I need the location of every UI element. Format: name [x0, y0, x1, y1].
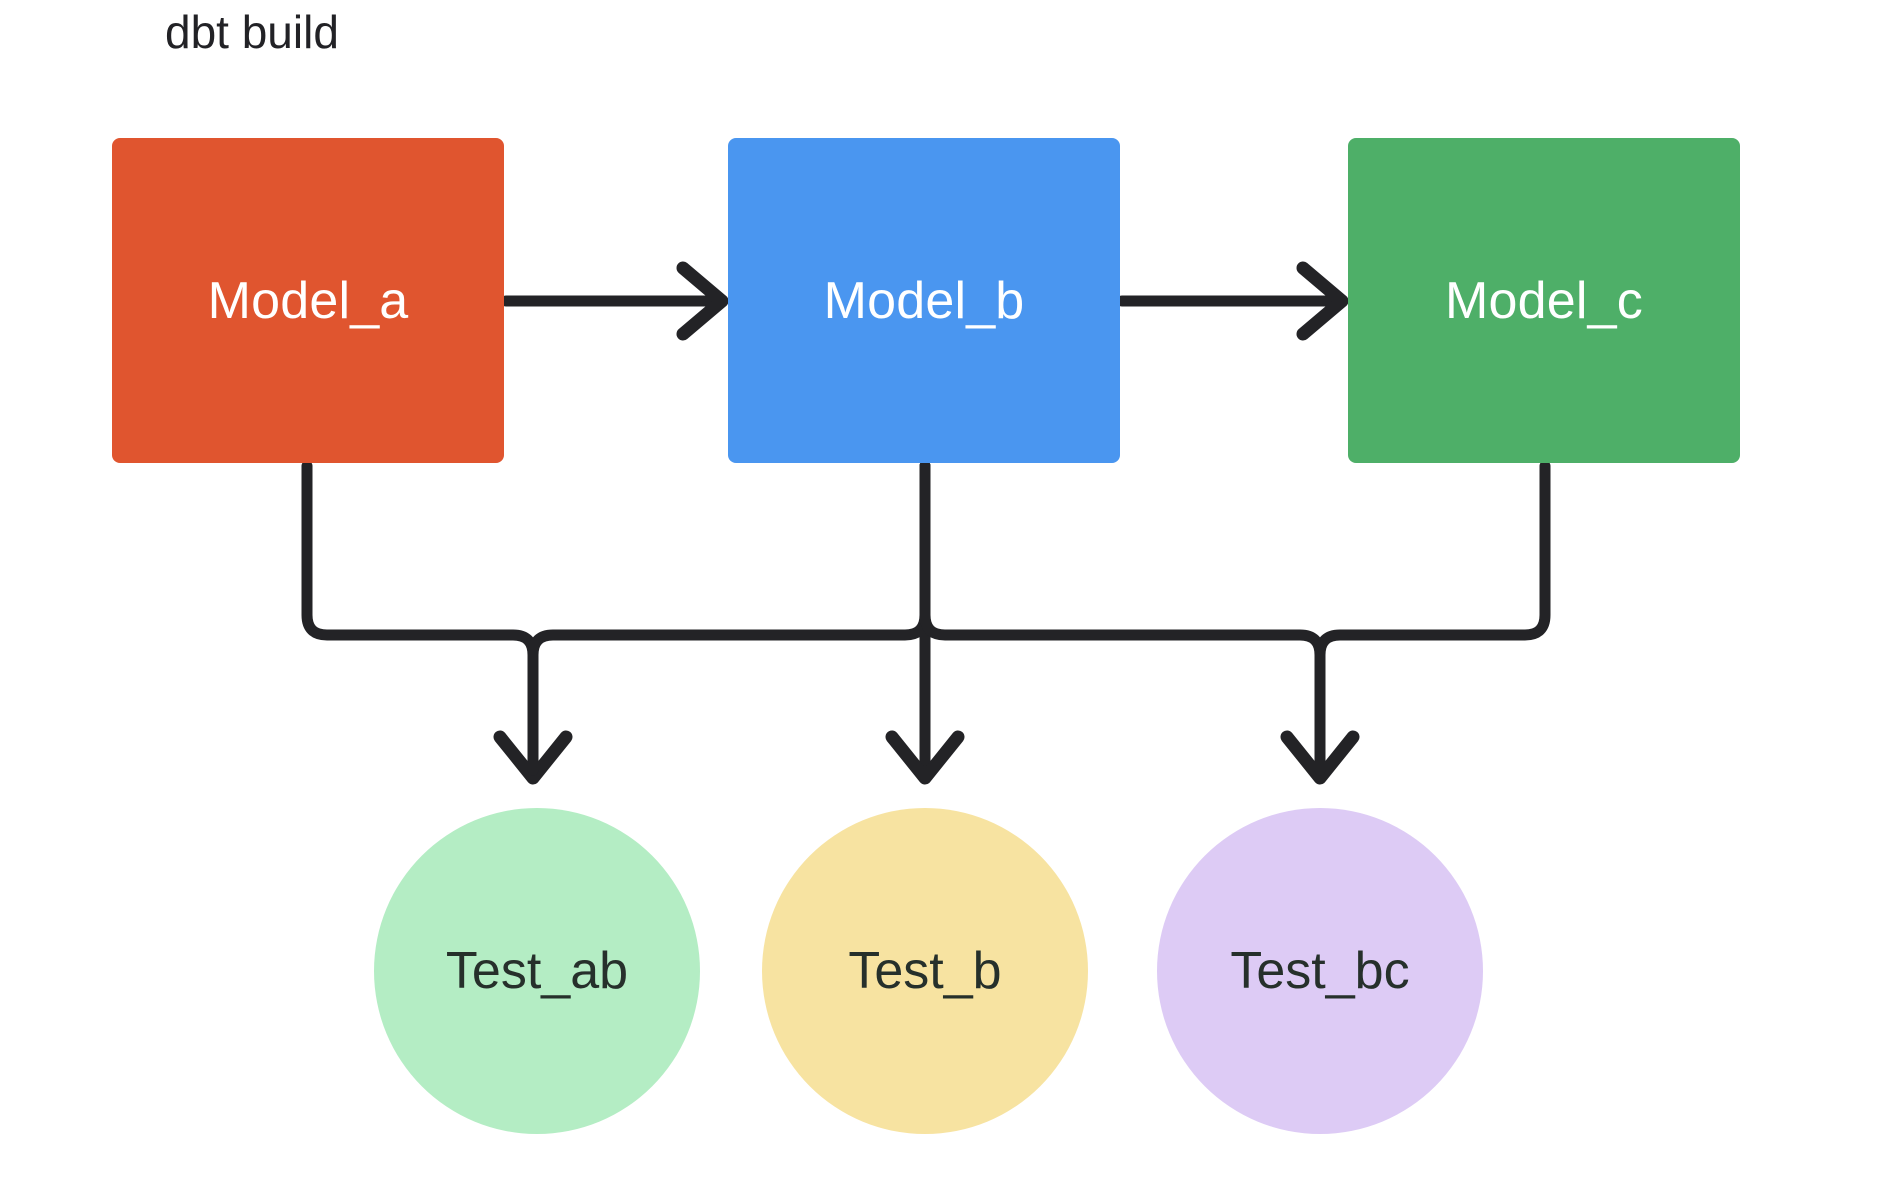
test-node-label: Test_b [848, 941, 1002, 1000]
edge-model_b-to-test_ab [527, 460, 931, 776]
edge-model_b-to-model_c [1116, 261, 1349, 341]
edge-model_a-to-model_b [500, 261, 729, 341]
edge-model_b-to-test_bc [919, 460, 1360, 785]
test-node-test-ab[interactable]: Test_ab [374, 808, 700, 1134]
model-node-label: Model_a [207, 271, 409, 330]
test-node-test-b[interactable]: Test_b [762, 808, 1088, 1134]
model-node-label: Model_c [1445, 271, 1643, 330]
model-node-label: Model_b [823, 271, 1025, 330]
test-node-label: Test_ab [445, 941, 629, 1000]
model-node-model-c[interactable]: Model_c [1348, 138, 1740, 463]
edge-model_a-to-test_ab [301, 460, 573, 785]
test-node-test-bc[interactable]: Test_bc [1157, 808, 1483, 1134]
test-node-label: Test_bc [1230, 941, 1410, 1000]
model-node-model-a[interactable]: Model_a [112, 138, 504, 463]
edge-model_c-to-test_bc [1314, 460, 1551, 776]
model-node-model-b[interactable]: Model_b [728, 138, 1120, 463]
page-title: dbt build [165, 6, 339, 58]
